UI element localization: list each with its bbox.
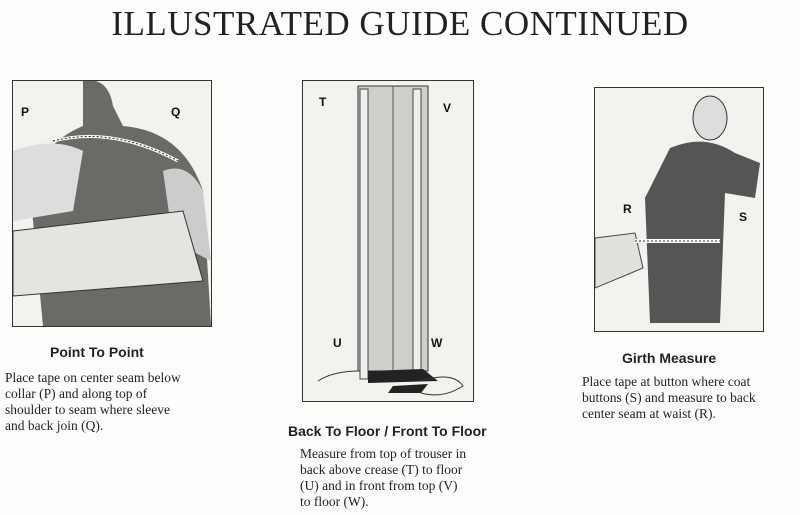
- page-title: ILLUSTRATED GUIDE CONTINUED: [111, 4, 689, 43]
- heading-back-to-floor: Back To Floor / Front To Floor: [288, 423, 487, 439]
- jacket-back-drawing: [13, 81, 211, 326]
- heading-girth-measure: Girth Measure: [622, 350, 717, 366]
- coat-side-drawing: [595, 95, 760, 323]
- illustration-girth-measure: R S: [594, 87, 764, 332]
- illustration-back-to-floor: T V U W: [302, 80, 474, 402]
- trousers-drawing: [317, 85, 464, 396]
- desc-point-to-point: Place tape on center seam below collar (…: [5, 370, 181, 433]
- marker-w: W: [431, 336, 443, 350]
- marker-p: P: [21, 105, 30, 119]
- heading-point-to-point: Point To Point: [50, 344, 144, 360]
- marker-r: R: [623, 202, 632, 216]
- marker-v: V: [443, 101, 452, 115]
- marker-t: T: [319, 95, 327, 109]
- marker-q: Q: [171, 105, 181, 119]
- illustration-point-to-point: P Q: [12, 80, 212, 327]
- desc-girth-measure: Place tape at button where coat buttons …: [582, 374, 756, 421]
- marker-u: U: [333, 336, 342, 350]
- marker-s: S: [739, 210, 748, 224]
- desc-back-to-floor: Measure from top of trouser in back abov…: [300, 446, 467, 509]
